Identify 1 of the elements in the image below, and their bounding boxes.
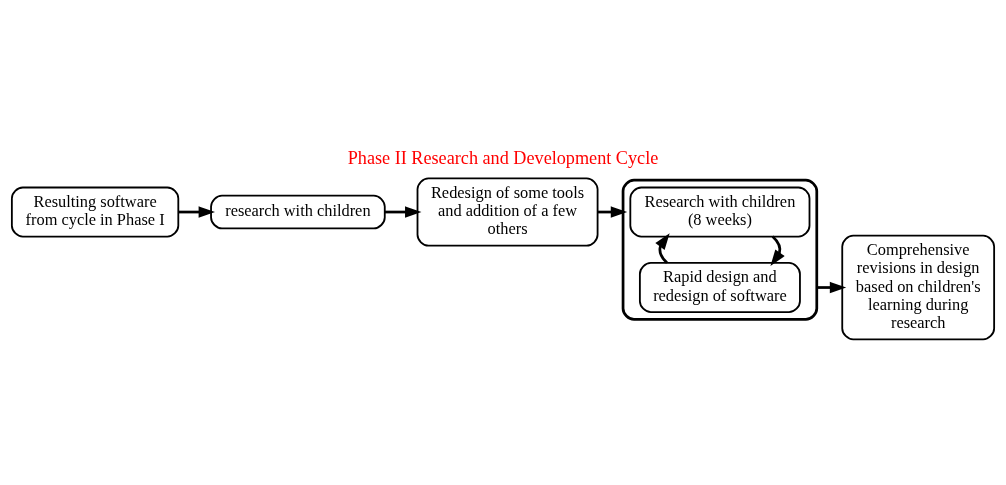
diagram-title: Phase II Research and Development Cycle xyxy=(347,147,659,168)
